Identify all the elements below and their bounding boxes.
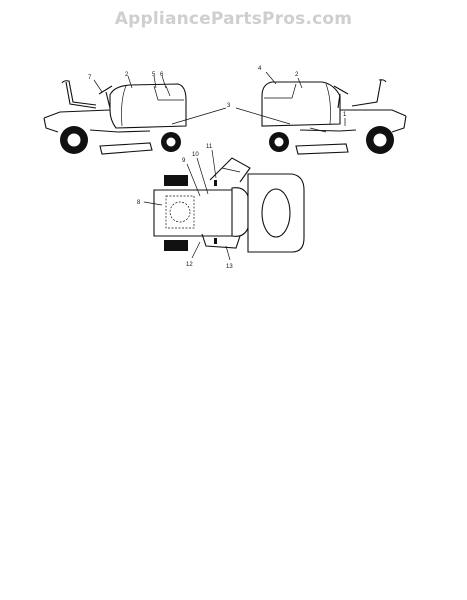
watermark: AppliancePartsPros.com bbox=[114, 9, 353, 29]
callout-2-right: 2 bbox=[295, 72, 299, 78]
callout-5-left: 5 bbox=[152, 72, 156, 78]
callout-2-left: 2 bbox=[125, 72, 129, 78]
callout-11-top: 11 bbox=[206, 144, 213, 150]
tractor-left-side-view bbox=[43, 75, 187, 155]
callout-9-top: 9 bbox=[182, 158, 186, 164]
callout-6-left: 6 bbox=[160, 72, 164, 78]
callout-8-top: 8 bbox=[137, 200, 141, 206]
callout-12-top: 12 bbox=[186, 262, 193, 268]
leader-3-left bbox=[171, 107, 227, 125]
callout-10-top: 10 bbox=[192, 152, 199, 158]
callout-1-right: 1 bbox=[343, 112, 347, 118]
tractor-top-view bbox=[143, 149, 305, 261]
tractor-right-side-view bbox=[261, 71, 407, 155]
callout-7-left: 7 bbox=[88, 75, 92, 81]
callout-3-shared: 3 bbox=[227, 103, 231, 109]
leader-3-right bbox=[235, 107, 291, 125]
callout-4-right: 4 bbox=[258, 66, 262, 72]
callout-13-top: 13 bbox=[226, 264, 233, 270]
